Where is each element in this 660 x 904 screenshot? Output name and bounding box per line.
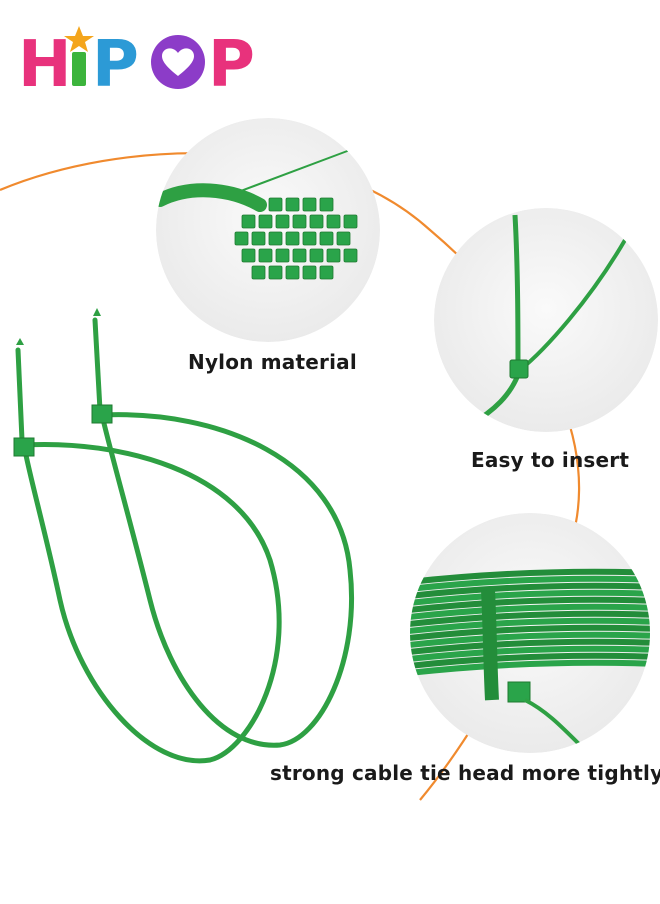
- feature-caption-strong-head: strong cable tie head more tightly: [270, 761, 660, 785]
- cable-tie-loops: [13, 308, 354, 764]
- heart-icon: [162, 48, 194, 76]
- circle-nylon-material: [156, 118, 380, 342]
- star-icon: [64, 26, 94, 52]
- circle-strong-head: [410, 513, 650, 753]
- feature-caption-nylon: Nylon material: [188, 350, 357, 374]
- feature-caption-insert: Easy to insert: [471, 448, 630, 472]
- svg-text:H: H: [18, 28, 72, 100]
- bundle-heads: [234, 197, 358, 280]
- circle-easy-to-insert: [434, 208, 658, 432]
- brand-logo: H P P: [18, 20, 268, 102]
- svg-text:P: P: [208, 28, 255, 100]
- svg-text:P: P: [92, 28, 139, 100]
- bundle-strands: [410, 568, 650, 677]
